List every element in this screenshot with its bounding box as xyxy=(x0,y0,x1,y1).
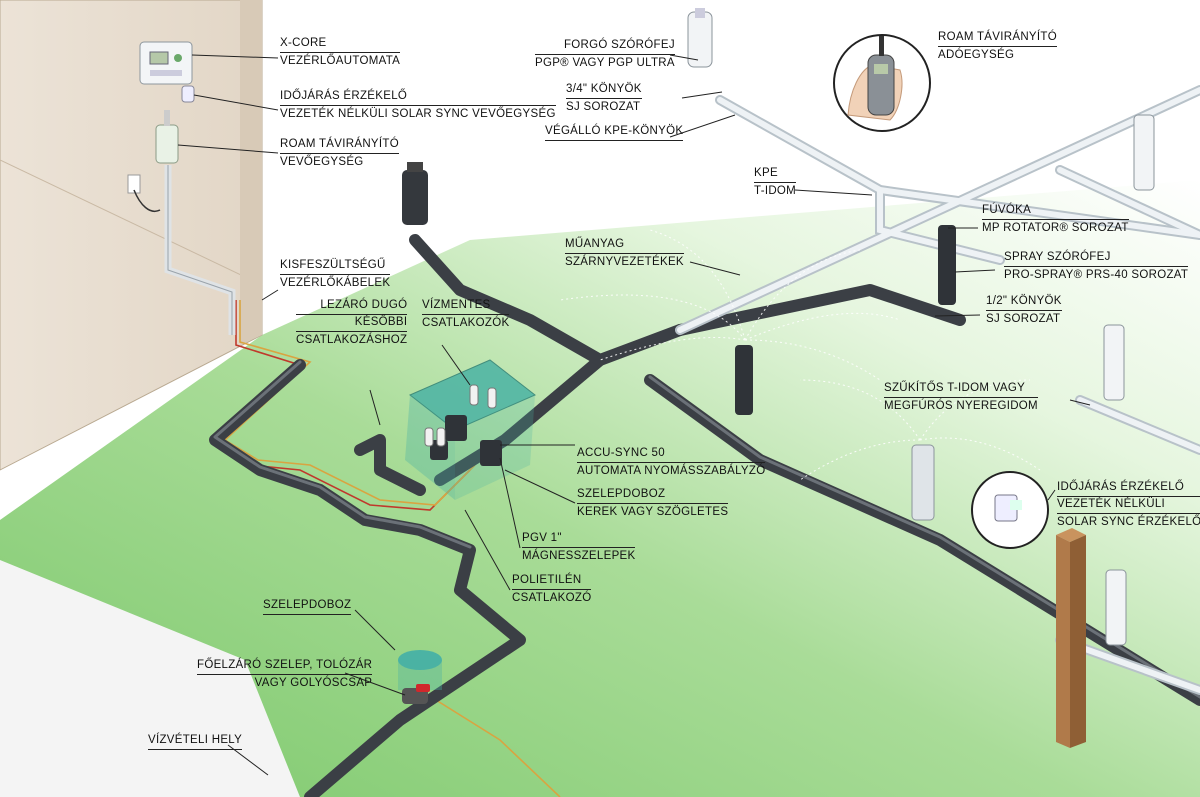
pavement xyxy=(0,560,300,797)
lateral-pipes-fill xyxy=(677,87,1200,693)
label-end-elbow: VÉGÁLLÓ KPE-KÖNYÖK xyxy=(545,124,684,141)
roam-transmitter-inset xyxy=(833,34,931,132)
lawn xyxy=(0,180,1200,797)
weather-sensor-inset xyxy=(971,471,1049,549)
pgp-rotor-head xyxy=(687,8,713,68)
main-shutoff-valve xyxy=(402,684,430,704)
valve-box-small xyxy=(398,650,442,690)
spray-heads xyxy=(735,114,1155,646)
conduit-outline xyxy=(167,165,233,335)
rotor-dark xyxy=(402,162,428,225)
waterproof-connectors xyxy=(424,384,497,447)
pgv-valves xyxy=(430,415,502,466)
label-water-source: VÍZVÉTELI HELY xyxy=(148,733,243,750)
label-valve-box-small: SZELEPDOBOZ xyxy=(263,598,352,615)
leader-lines xyxy=(177,54,1091,776)
xcore-controller xyxy=(139,41,193,85)
roam-receiver xyxy=(155,110,179,164)
power-outlet xyxy=(127,174,161,212)
spray-pattern xyxy=(559,229,1041,481)
wooden-post xyxy=(1056,528,1086,748)
wall-edge xyxy=(0,159,263,286)
wall-corner xyxy=(240,0,262,345)
solar-sync-receiver xyxy=(181,85,195,103)
label-pgv-valves: PGV 1"MÁGNESSZELEPEK xyxy=(522,532,636,562)
